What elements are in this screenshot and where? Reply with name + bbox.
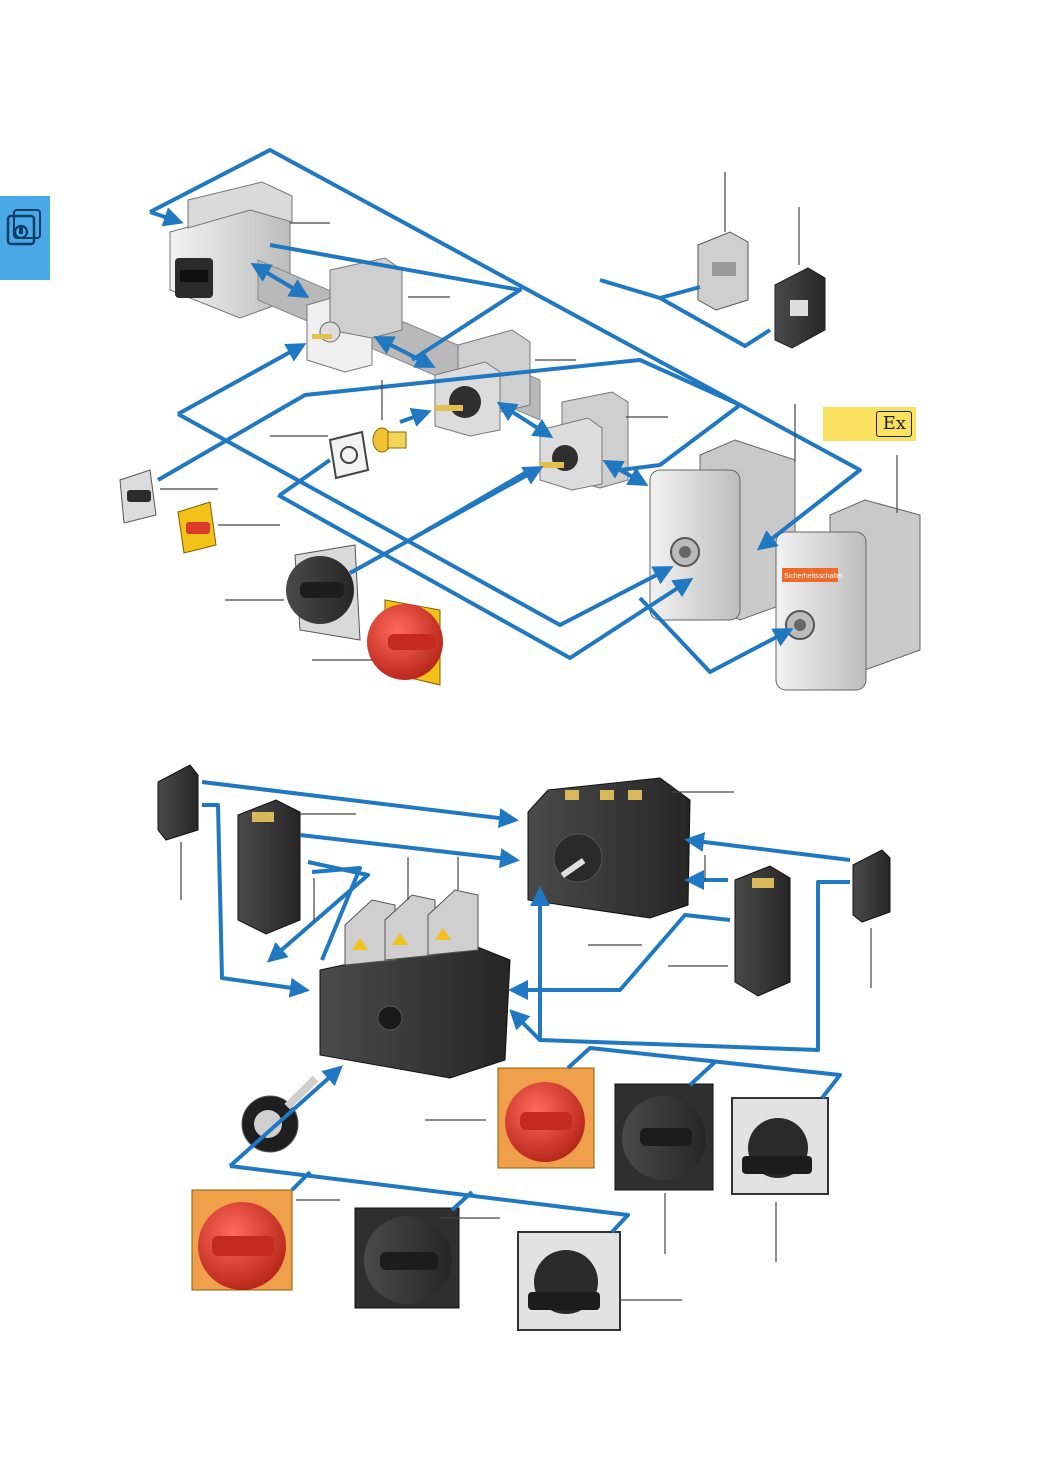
connector-endcap-small	[201, 780, 519, 828]
end-cap-right	[852, 849, 891, 923]
handle-grey-upper	[731, 1097, 829, 1195]
connector-clip	[659, 285, 701, 300]
enclosure-sign: Sicherheitsschalter	[784, 573, 844, 580]
connector-plate-1	[177, 343, 307, 416]
arrow-coupler	[399, 407, 432, 427]
ex-symbol: Ex	[882, 413, 906, 434]
arrow-aux3-enclosure	[602, 460, 649, 486]
connector-handles-lower	[229, 1164, 630, 1234]
connector-plate-enclosure	[177, 412, 674, 627]
connector-clip-link	[599, 278, 661, 300]
handle-black-upper	[614, 1083, 714, 1191]
bottom-connectors	[201, 780, 851, 1234]
top-connectors	[149, 148, 862, 674]
connector-aux-small	[299, 833, 520, 869]
bottom-components	[157, 764, 891, 1331]
arrow-aux2-aux3	[496, 401, 554, 439]
front-plate-red	[177, 501, 217, 554]
top-leaders	[160, 172, 898, 661]
aux-module-right	[734, 865, 791, 997]
rotary-handle-red	[367, 599, 443, 686]
connector-endcap-right-small	[684, 832, 851, 862]
aux-block-3	[539, 391, 629, 491]
rotary-handle-black	[286, 544, 361, 641]
switch-disconnector-large	[319, 889, 511, 1079]
arrow-aux1-aux2	[373, 336, 436, 368]
front-plate-black	[119, 469, 157, 524]
connector-mid	[156, 358, 742, 482]
handle-red-lower	[191, 1189, 293, 1291]
connector-aux-large-2	[311, 866, 362, 961]
aux-block-2	[434, 329, 531, 437]
end-cap-left	[157, 764, 199, 841]
bottom-leaders	[180, 791, 872, 1301]
mounting-clip	[697, 231, 749, 311]
connector-enclosure-2	[638, 596, 794, 674]
arrow-switch-aux1	[250, 262, 310, 299]
ex-symbol-icon	[876, 411, 912, 437]
shaft-coupler	[372, 427, 407, 453]
switch-tab-glyph	[6, 209, 41, 246]
aux-block-1	[306, 257, 403, 373]
connector-handle-black-lower	[450, 1190, 474, 1212]
connector-aux-3	[408, 468, 532, 542]
aux-module-left	[237, 799, 301, 935]
extension-shaft	[241, 1075, 319, 1153]
handle-grey-lower	[517, 1231, 621, 1331]
connector-shaft-large	[228, 1065, 343, 1168]
connector-endcap-right-large	[530, 880, 850, 1052]
connector-aux-large-1	[266, 860, 370, 963]
connector-to-large	[509, 1009, 542, 1042]
handle-red-upper	[497, 1067, 595, 1169]
connector-endcap-large	[202, 803, 310, 998]
connector-handle-red-lower	[290, 1170, 312, 1192]
handle-black-lower	[354, 1207, 460, 1309]
switch-disconnector-small	[527, 777, 691, 919]
connector-handles-upper	[566, 1046, 842, 1100]
connector-cover	[659, 296, 772, 348]
connector-handle-black-upper	[688, 1060, 717, 1087]
enclosure-2: Sicherheitsschalter	[775, 499, 921, 691]
connector-plate-handle	[278, 458, 332, 497]
mounting-cover	[774, 267, 826, 349]
ex-badge: Ex	[823, 407, 916, 441]
connector-aux-1	[269, 243, 522, 362]
mounting-plate	[328, 430, 370, 480]
connector-switch-entry	[149, 207, 184, 227]
connector-aux-right-large	[508, 913, 731, 1000]
connector-top-loop	[149, 148, 862, 551]
switch-tab-icon[interactable]	[0, 196, 50, 280]
